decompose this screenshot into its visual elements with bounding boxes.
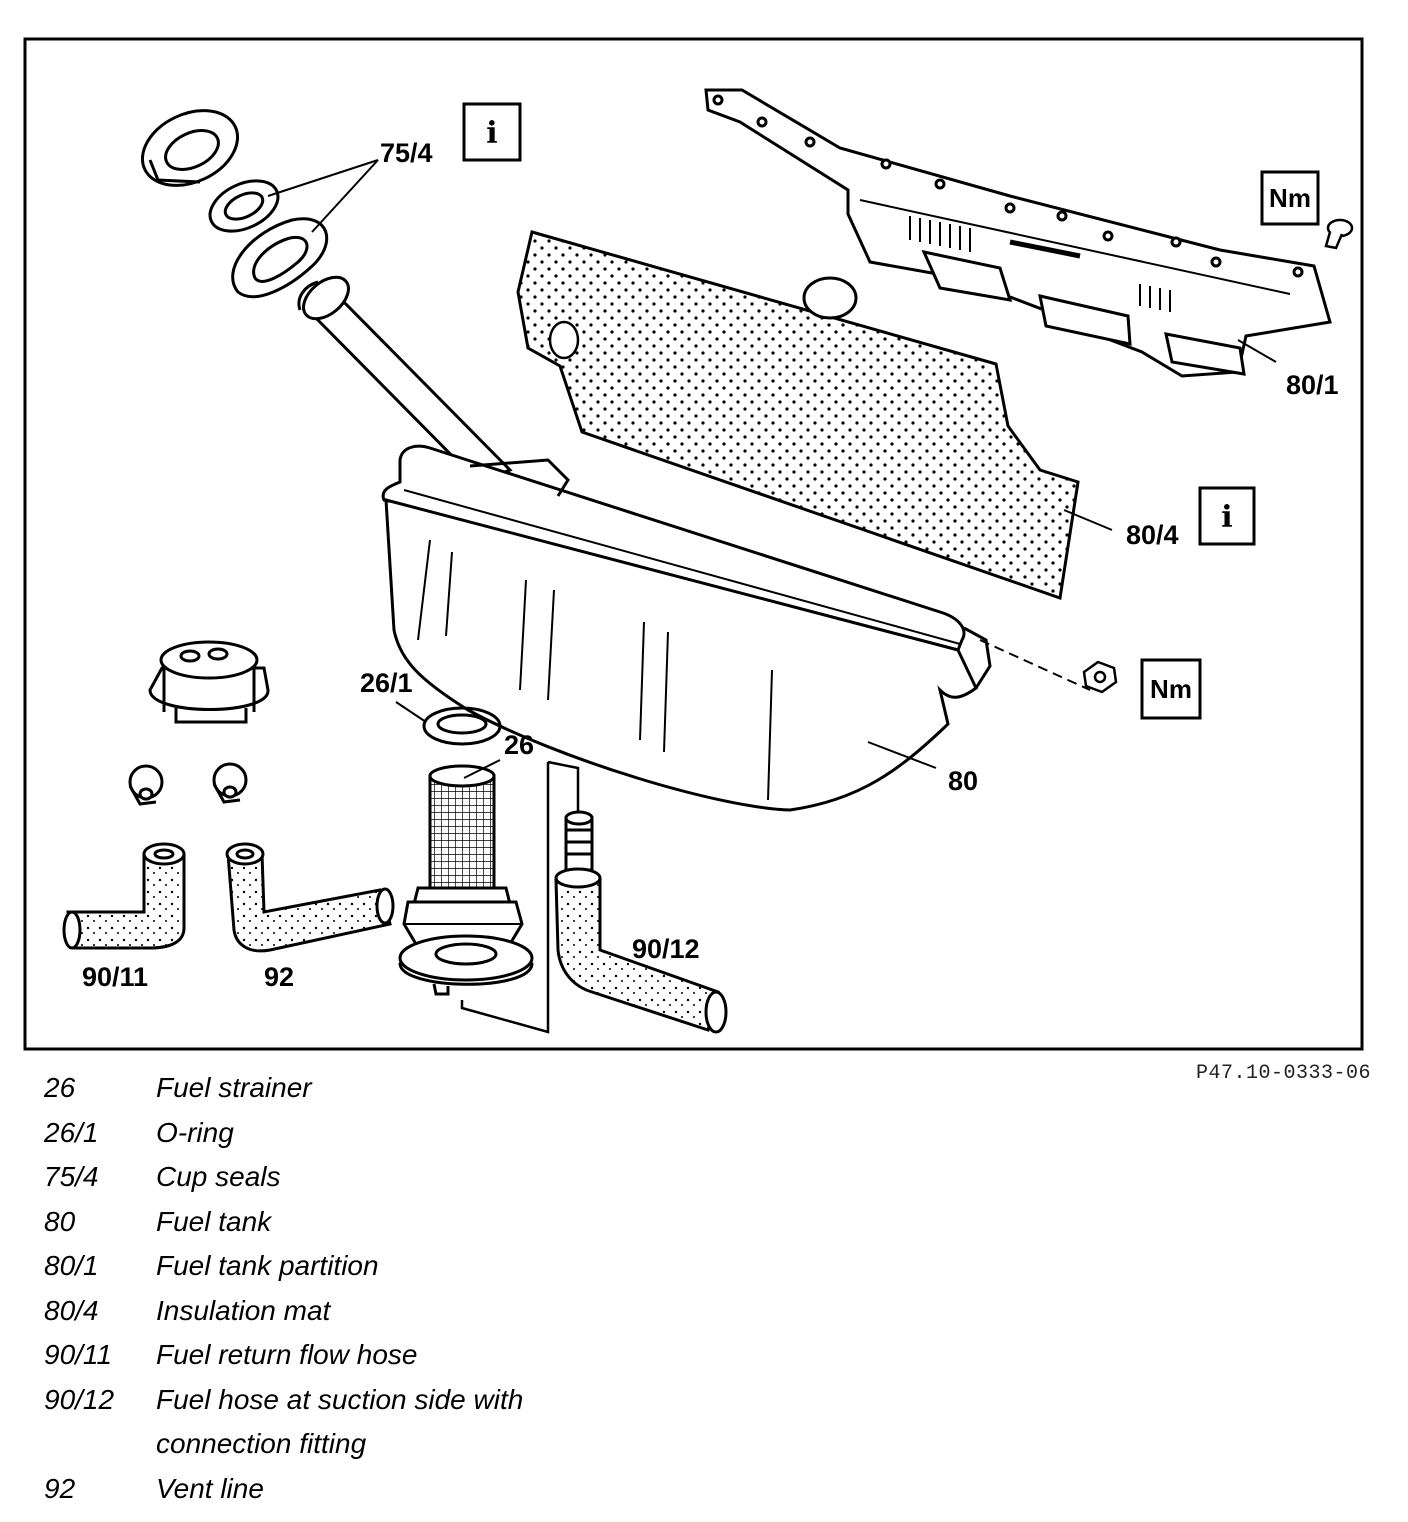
filler-cap-part <box>140 109 240 187</box>
legend-item: 80 Fuel tank <box>44 1200 744 1245</box>
legend-code: 80 <box>44 1205 76 1237</box>
tank-mounting-nut <box>1082 660 1118 694</box>
cup-seal-upper <box>208 179 280 233</box>
legend-code: 92 <box>44 1472 76 1504</box>
fuel-sender-unit <box>148 640 270 724</box>
legend-item: 80/1 Fuel tank partition <box>44 1244 744 1289</box>
legend-desc: Fuel tank partition <box>156 1250 379 1281</box>
legend-desc: Fuel return flow hose <box>156 1339 418 1370</box>
legend-item: 26/1 O-ring <box>44 1111 744 1156</box>
callout-26-1: 26/1 <box>360 668 413 698</box>
legend-item: 26 Fuel strainer <box>44 1066 744 1111</box>
insulation-mat-hole <box>802 276 858 320</box>
callout-92: 92 <box>264 962 294 992</box>
torque-badge-nut: Nm <box>1140 658 1202 720</box>
parts-legend: 26 Fuel strainer 26/1 O-ring 75/4 Cup se… <box>44 1066 744 1511</box>
legend-item: connection fitting <box>44 1422 744 1467</box>
cup-seal-lower <box>231 217 329 299</box>
svg-text:i: i <box>486 116 497 151</box>
callout-75-4: 75/4 <box>380 138 433 168</box>
fuel-tank <box>381 444 992 812</box>
legend-code: 26 <box>44 1072 76 1103</box>
o-ring <box>422 706 502 746</box>
assembly-bracket-line <box>460 762 550 1034</box>
legend-item: 90/11 Fuel return flow hose <box>44 1333 744 1378</box>
vent-line <box>225 842 395 953</box>
partition-ribs <box>909 216 1171 312</box>
legend-desc: Vent line <box>156 1472 264 1504</box>
strainer-cap <box>398 934 534 996</box>
info-badge-80-4: i <box>1198 486 1256 546</box>
legend-code: 80/4 <box>44 1294 99 1326</box>
legend-code: 26/1 <box>44 1116 99 1148</box>
filler-neck-pipe <box>297 275 513 484</box>
torque-badge-top: Nm <box>1260 170 1320 226</box>
svg-text:i: i <box>1221 500 1232 535</box>
callout-80-4: 80/4 <box>1126 520 1179 550</box>
hose-clamp-right <box>212 762 248 804</box>
figure-reference-code: P47.10-0333-06 <box>1196 1062 1372 1085</box>
legend-item: 92 Vent line <box>44 1467 744 1512</box>
callout-80: 80 <box>948 766 978 796</box>
fuel-tank-partition <box>704 88 1332 378</box>
callout-90-11: 90/11 <box>82 962 148 992</box>
legend-desc: Cup seals <box>156 1161 281 1192</box>
legend-desc: connection fitting <box>156 1428 367 1459</box>
legend-desc: Fuel hose at suction side with <box>156 1383 524 1415</box>
legend-code: 90/12 <box>44 1383 115 1415</box>
legend-desc: O-ring <box>156 1116 234 1148</box>
legend-item: 80/4 Insulation mat <box>44 1289 744 1334</box>
info-badge-75-4: i <box>462 102 522 162</box>
fuel-suction-hose <box>554 810 728 1034</box>
legend-code: 75/4 <box>44 1161 99 1192</box>
partition-screw <box>1324 218 1354 250</box>
legend-item: 90/12 Fuel hose at suction side with <box>44 1378 744 1423</box>
diagram-frame <box>23 37 1364 1051</box>
callout-90-12: 90/12 <box>632 934 700 964</box>
fuel-return-flow-hose <box>62 842 186 950</box>
legend-desc: Fuel strainer <box>156 1072 312 1103</box>
svg-text:Nm: Nm <box>1150 674 1192 704</box>
legend-desc: Insulation mat <box>156 1294 331 1326</box>
svg-text:Nm: Nm <box>1269 183 1311 213</box>
hose-clamp-left <box>128 764 164 806</box>
exploded-parts-diagram: i i Nm Nm 75/4 80/1 80/4 26/1 26 80 90/1… <box>23 37 1364 1051</box>
legend-desc: Fuel tank <box>156 1205 272 1237</box>
callout-26: 26 <box>504 730 534 760</box>
callout-80-1: 80/1 <box>1286 370 1339 400</box>
legend-code: 80/1 <box>44 1250 99 1281</box>
legend-item: 75/4 Cup seals <box>44 1155 744 1200</box>
legend-code <box>44 1422 156 1467</box>
insulation-mat <box>516 230 1080 601</box>
fuel-strainer <box>402 764 524 946</box>
legend-code: 90/11 <box>44 1339 112 1370</box>
